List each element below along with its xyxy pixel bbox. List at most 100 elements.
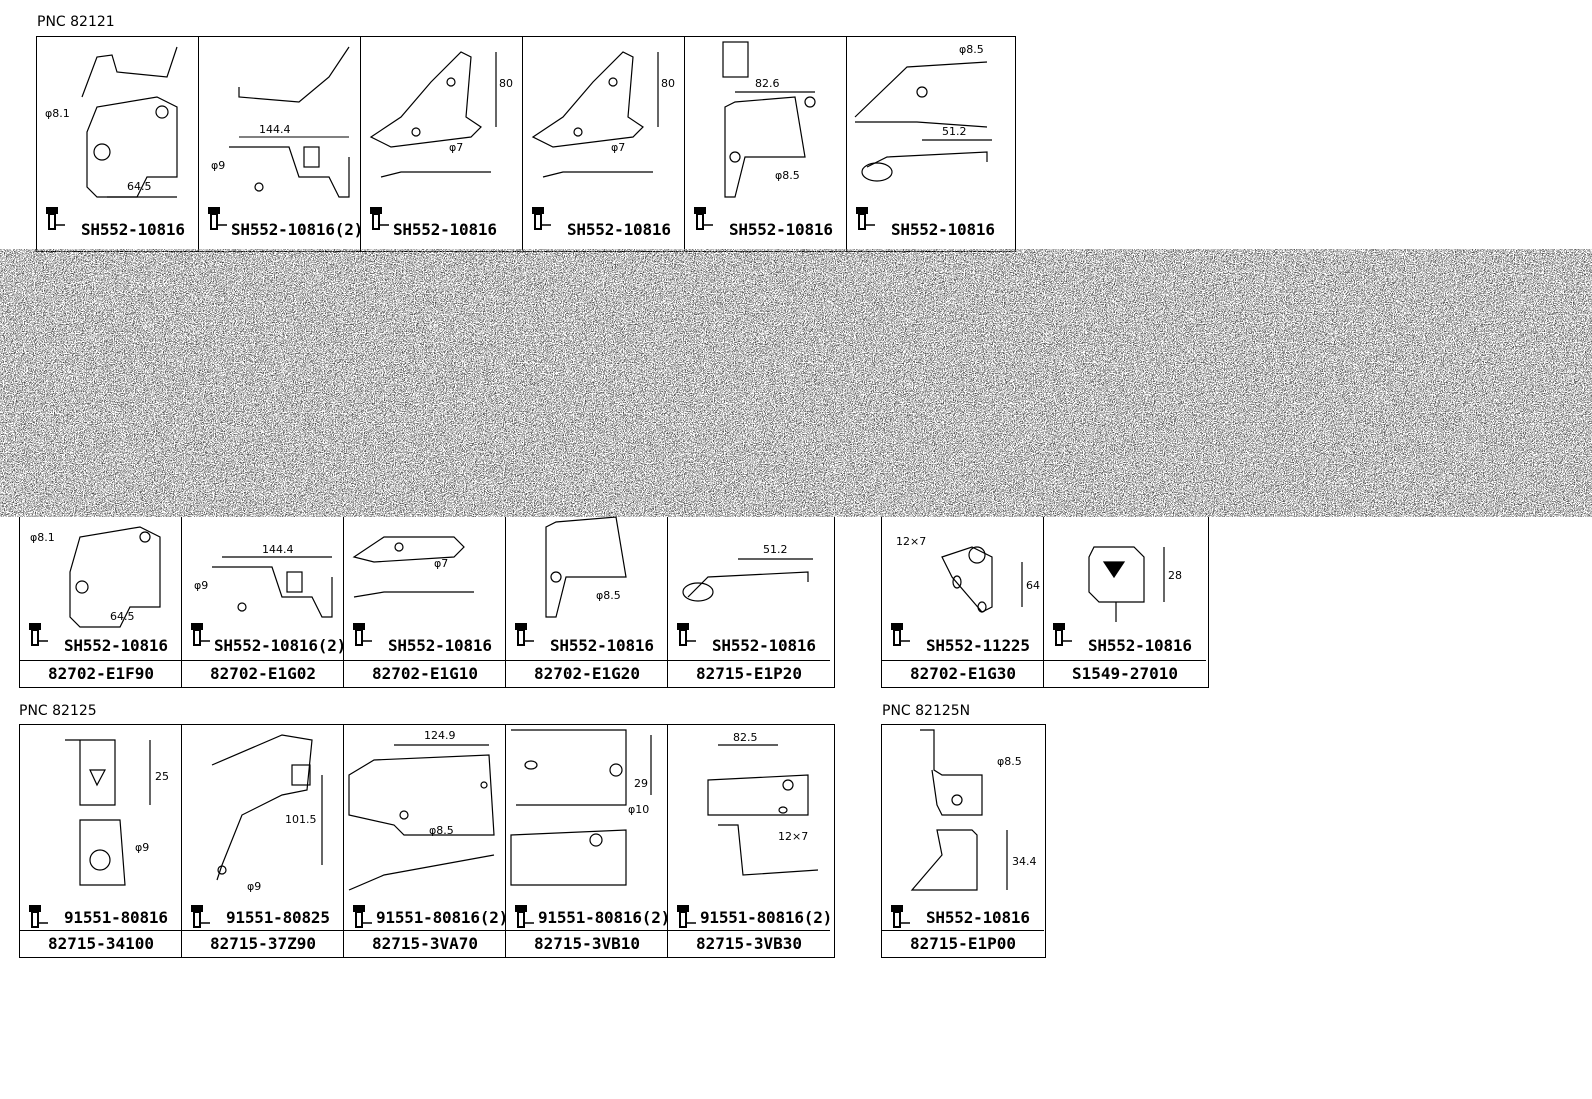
- bolt-icon: [694, 207, 713, 230]
- dim-label: 144.4: [259, 123, 291, 136]
- part-number: 82715-E1P00: [882, 930, 1044, 957]
- dim-label: φ8.1: [45, 107, 70, 120]
- dim-label: φ9: [247, 880, 261, 893]
- dim-label: 12×7: [778, 830, 808, 843]
- bolt-part-number: SH552-10816: [393, 220, 497, 239]
- part-number: 82702-E1G10: [344, 660, 506, 687]
- dim-label: 82.6: [755, 77, 780, 90]
- bolt-part-number: SH552-10816: [891, 220, 995, 239]
- dim-label: φ9: [194, 579, 208, 592]
- part-number: 82715-3VB30: [668, 930, 830, 957]
- dim-label: φ8.1: [30, 531, 55, 544]
- part-cell[interactable]: 124.9 φ8.5 91551-80816(2) 82715-3VA70: [344, 725, 509, 957]
- bracket-drawing: 144.4 φ9: [211, 46, 350, 198]
- bolt-part-number: 91551-80816(2): [538, 908, 671, 927]
- dim-label: 144.4: [262, 543, 294, 556]
- dim-label: φ9: [135, 841, 149, 854]
- bolt-icon: [891, 905, 910, 928]
- part-cell[interactable]: 29 φ10 91551-80816(2) 82715-3VB10: [506, 725, 671, 957]
- part-number: 82715-3VB10: [506, 930, 668, 957]
- dim-label: φ7: [434, 557, 448, 570]
- bolt-icon: [191, 623, 210, 646]
- part-cell[interactable]: φ8.1 64.5 SH552-10816: [37, 37, 199, 251]
- bolt-part-number: SH552-10816(2): [214, 636, 347, 655]
- parts-grid-top: φ8.1 64.5 SH552-10816 144.4 φ9 SH552-108…: [36, 36, 1016, 252]
- bolt-icon: [515, 623, 534, 646]
- pnc-label-82125n: PNC 82125N: [882, 703, 971, 719]
- part-cell[interactable]: φ8.5 34.4 SH552-10816 82715-E1P00: [882, 725, 1044, 957]
- bolt-icon: [677, 623, 696, 646]
- bolt-icon: [208, 207, 227, 230]
- dim-label: φ9: [211, 159, 225, 172]
- bolt-part-number: SH552-10816: [550, 636, 654, 655]
- dim-label: 64.5: [127, 180, 152, 193]
- bolt-part-number: SH552-10816: [64, 636, 168, 655]
- dim-label: 101.5: [285, 813, 317, 826]
- bolt-part-number: 91551-80816(2): [700, 908, 833, 927]
- bracket-drawing: 29 φ10: [510, 729, 652, 886]
- bolt-part-number: SH552-10816: [388, 636, 492, 655]
- bracket-drawing: 101.5 φ9: [211, 734, 323, 893]
- bolt-icon: [353, 905, 372, 928]
- bracket-drawing: 80 φ7: [369, 51, 513, 178]
- parts-grid-bottom-right: φ8.5 34.4 SH552-10816 82715-E1P00: [881, 724, 1046, 958]
- part-number: 82715-34100: [20, 930, 182, 957]
- bolt-part-number: 91551-80825: [226, 908, 330, 927]
- part-cell[interactable]: φ8.5 SH552-10816 82702-E1G20: [506, 516, 668, 687]
- part-cell[interactable]: φ8.5 51.2 SH552-10816: [847, 37, 1009, 251]
- bolt-part-number: 91551-80816(2): [376, 908, 509, 927]
- bolt-part-number: SH552-10816: [81, 220, 185, 239]
- part-number: S1549-27010: [1044, 660, 1206, 687]
- bolt-icon: [677, 905, 696, 928]
- bolt-part-number: SH552-10816: [712, 636, 816, 655]
- part-cell[interactable]: 80 φ7 SH552-10816: [523, 37, 685, 251]
- part-cell[interactable]: 82.6 φ8.5 SH552-10816: [685, 37, 847, 251]
- bolt-part-number: SH552-10816: [1088, 636, 1192, 655]
- part-cell[interactable]: 82.5 12×7 91551-80816(2) 82715-3VB30: [668, 725, 833, 957]
- part-number: 82702-E1G20: [506, 660, 668, 687]
- bolt-icon: [29, 905, 48, 928]
- part-cell[interactable]: φ8.1 64.5 SH552-10816 82702-E1F90: [20, 517, 182, 687]
- dim-label: φ8.5: [596, 589, 621, 602]
- bracket-drawing: 51.2: [682, 543, 813, 602]
- part-cell[interactable]: 12×7 64 SH552-11225 82702-E1G30: [882, 517, 1044, 687]
- bracket-drawing: 12×7 64: [896, 535, 1040, 613]
- part-cell[interactable]: 28 SH552-10816 S1549-27010: [1044, 517, 1206, 687]
- dim-label: φ8.5: [429, 824, 454, 837]
- dim-label: 12×7: [896, 535, 926, 548]
- part-cell[interactable]: 51.2 SH552-10816 82715-E1P20: [668, 517, 830, 687]
- bracket-drawing: 28: [1088, 546, 1182, 622]
- parts-grid-bottom-left: 25 φ9 91551-80816 82715-34100 101.5 φ9 9…: [19, 724, 835, 958]
- bracket-drawing: φ7: [352, 536, 474, 598]
- part-cell[interactable]: φ7 SH552-10816 82702-E1G10: [344, 517, 506, 687]
- bolt-icon: [515, 905, 534, 928]
- dim-label: 28: [1168, 569, 1182, 582]
- pnc-label-82121: PNC 82121: [37, 14, 115, 30]
- part-cell[interactable]: 101.5 φ9 91551-80825 82715-37Z90: [182, 725, 344, 957]
- dim-label: φ7: [449, 141, 463, 154]
- scan-noise-band: [0, 249, 1592, 517]
- part-cell[interactable]: 144.4 φ9 SH552-10816(2) 82702-E1G02: [182, 517, 347, 687]
- dim-label: 124.9: [424, 729, 456, 742]
- part-cell[interactable]: 25 φ9 91551-80816 82715-34100: [20, 725, 182, 957]
- dim-label: 29: [634, 777, 648, 790]
- dim-label: 82.5: [733, 731, 758, 744]
- bolt-icon: [29, 623, 48, 646]
- bolt-icon: [891, 623, 910, 646]
- bolt-part-number: SH552-10816: [926, 908, 1030, 927]
- bracket-drawing: 82.6 φ8.5: [722, 41, 816, 198]
- bolt-icon: [856, 207, 875, 230]
- bracket-drawing: 82.5 12×7: [707, 731, 819, 876]
- bolt-icon: [191, 905, 210, 928]
- bracket-drawing: 80 φ7: [531, 51, 675, 178]
- dim-label: φ10: [628, 803, 649, 816]
- bracket-drawing: 124.9 φ8.5: [348, 729, 495, 891]
- bolt-icon: [370, 207, 389, 230]
- bolt-part-number: SH552-11225: [926, 636, 1030, 655]
- bracket-drawing: φ8.5: [545, 516, 627, 618]
- bolt-part-number: SH552-10816: [729, 220, 833, 239]
- part-cell[interactable]: 144.4 φ9 SH552-10816(2): [199, 37, 363, 251]
- part-cell[interactable]: 80 φ7 SH552-10816: [361, 37, 523, 251]
- dim-label: 51.2: [763, 543, 788, 556]
- part-number: 82715-E1P20: [668, 660, 830, 687]
